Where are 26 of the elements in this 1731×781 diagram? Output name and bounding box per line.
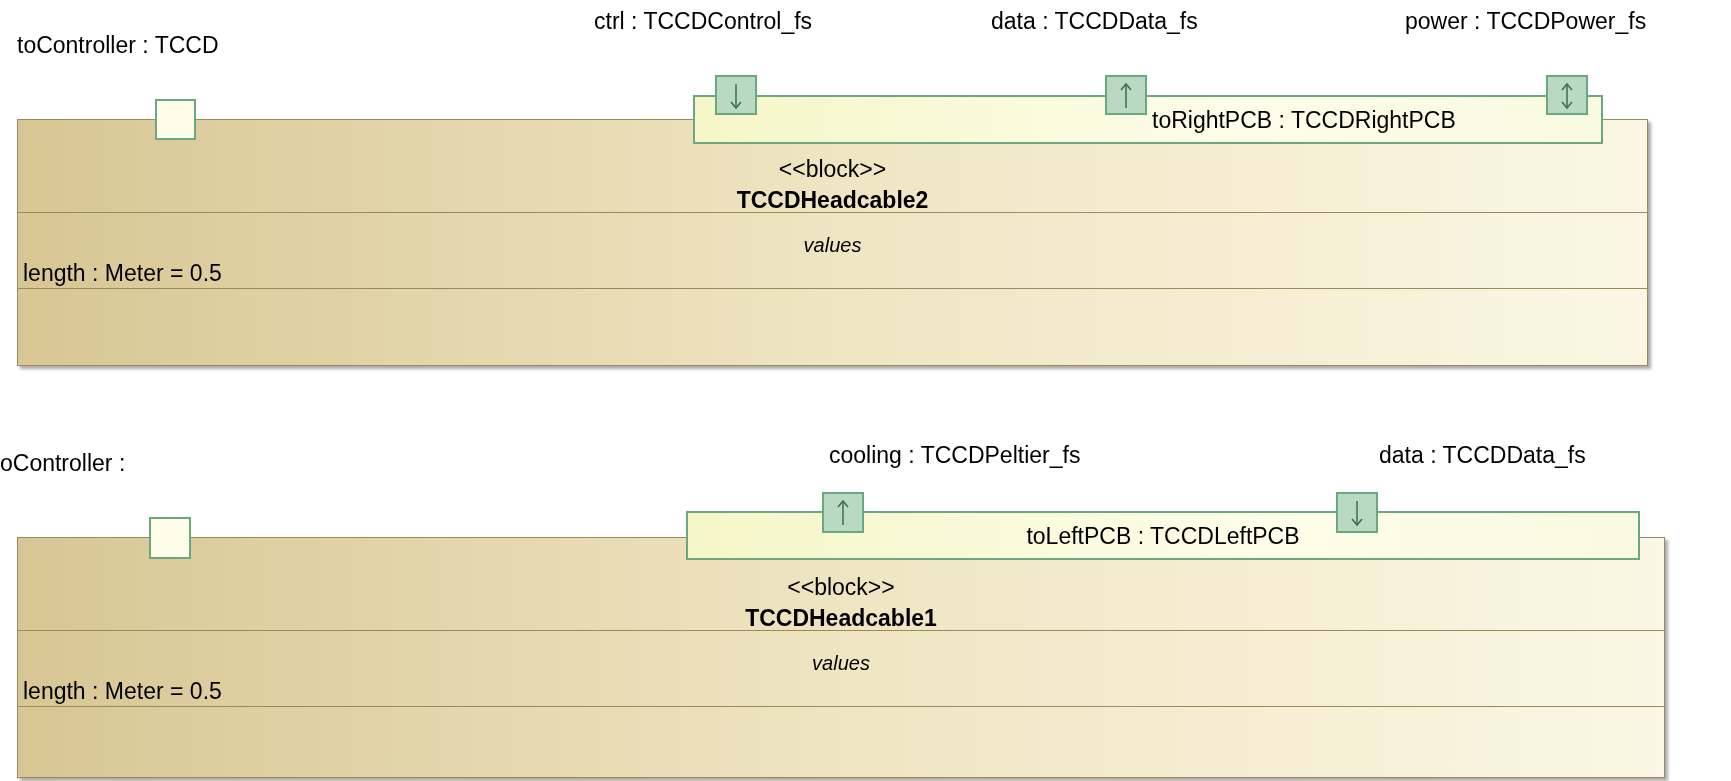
port-label: toController : TCCD <box>17 32 219 59</box>
port-label: cooling : TCCDPeltier_fs <box>829 442 1081 469</box>
part-label: toLeftPCB : TCCDLeftPCB <box>1026 523 1300 550</box>
flow-port <box>1546 75 1588 115</box>
port-label: ctrl : TCCDControl_fs <box>594 8 813 35</box>
port-label: data : TCCDData_fs <box>991 8 1198 35</box>
flow-port <box>1336 492 1378 533</box>
part-label: toRightPCB : TCCDRightPCB <box>1152 107 1456 134</box>
flow-port <box>715 75 757 115</box>
port-square <box>149 517 191 559</box>
stereotype-label: <<block>> <box>778 156 887 183</box>
block-name: TCCDHeadcable1 <box>745 605 937 632</box>
port-label: oController : <box>0 450 126 477</box>
port-square <box>155 99 196 140</box>
stereotype-label: <<block>> <box>787 574 895 601</box>
value-property: length : Meter = 0.5 <box>23 260 222 287</box>
compartment-heading: values <box>803 234 862 257</box>
block-name: TCCDHeadcable2 <box>736 187 929 214</box>
flow-port <box>1105 75 1147 115</box>
port-label: data : TCCDData_fs <box>1379 442 1586 469</box>
part-box <box>686 511 1640 560</box>
flow-port <box>822 492 864 533</box>
part-box <box>693 95 1603 144</box>
compartment-heading: values <box>812 652 870 675</box>
port-label: power : TCCDPower_fs <box>1405 8 1647 35</box>
value-property: length : Meter = 0.5 <box>23 678 222 705</box>
